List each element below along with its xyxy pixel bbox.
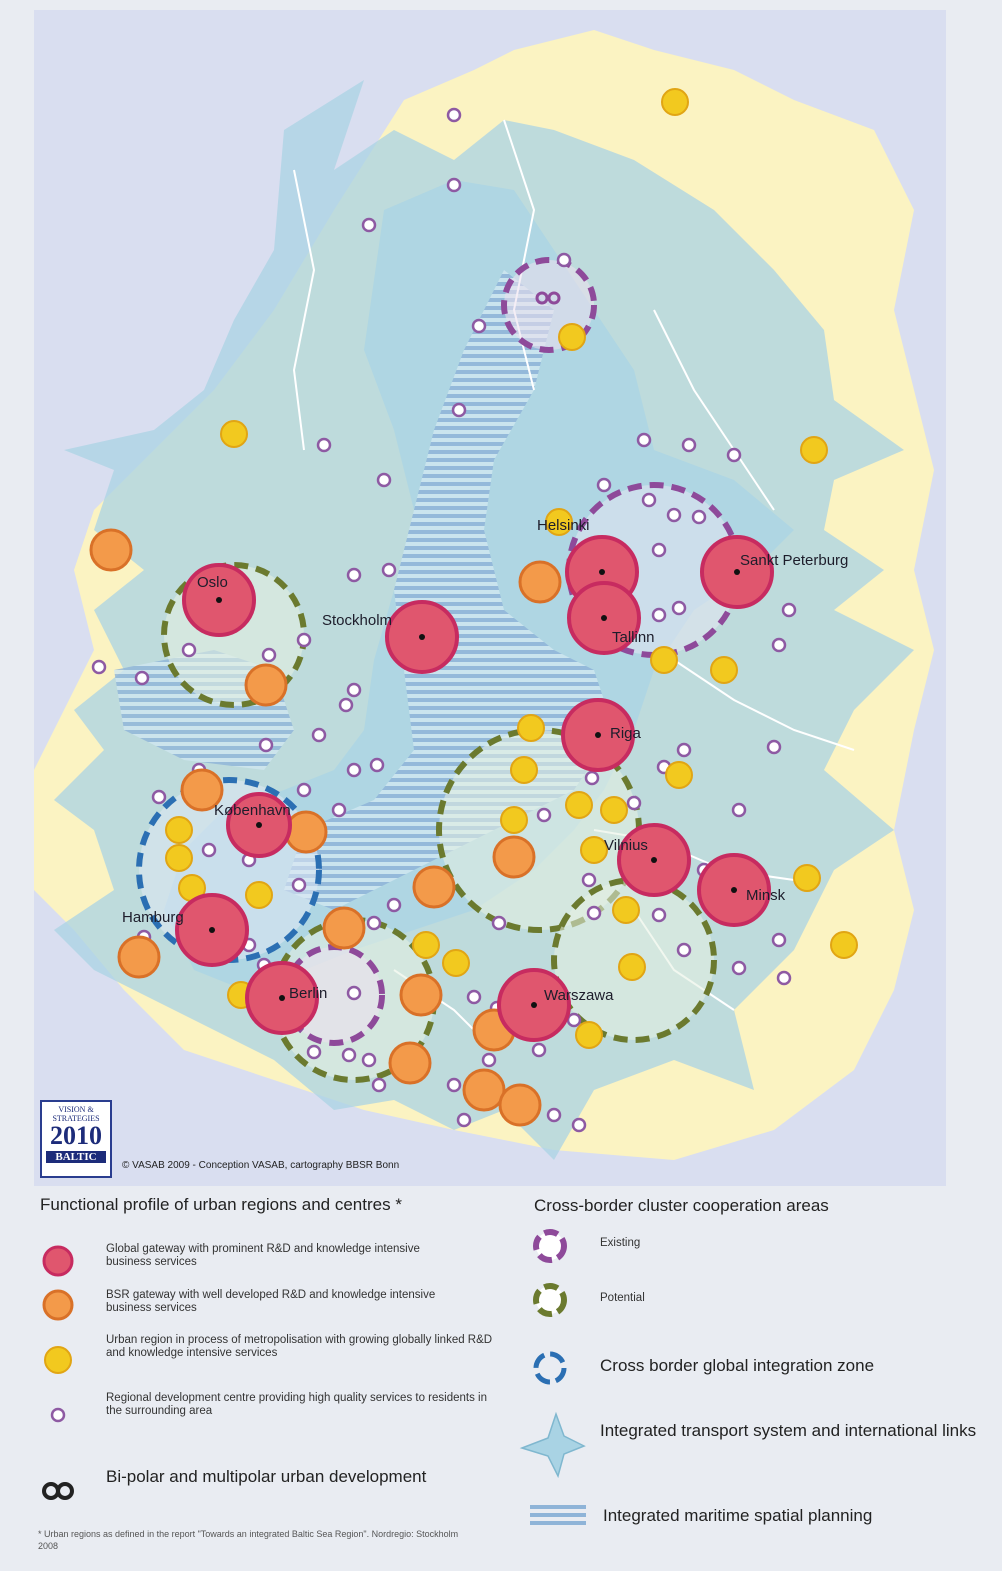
legend-global-gateway: Global gateway with prominent R&D and kn… [106,1243,420,1268]
legend-maritime-icon [530,1505,586,1525]
city-label-helsinki: Helsinki [537,517,590,534]
city-label-minsk: Minsk [746,887,786,904]
legend-bipolar: Bi-polar and multipolar urban developmen… [106,1467,427,1486]
metropolisation-regions [165,88,858,1049]
legend-maritime: Integrated maritime spatial planning [603,1506,873,1525]
city-label-vilnius: Vilnius [604,837,648,854]
bipolar-symbol [535,291,561,305]
city-label-oslo: Oslo [197,574,228,591]
legend-bipolar-icon [42,1482,74,1500]
map-canvas: Oslo Stockholm Helsinki Sankt Peterburg … [34,30,934,1160]
legend-global-gateway-icon [42,1245,74,1277]
city-label-hamburg: Hamburg [122,909,184,926]
footnote: * Urban regions as defined in the report… [38,1529,459,1551]
city-label-warszawa: Warszawa [544,987,614,1004]
legend-left-title: Functional profile of urban regions and … [40,1195,402,1214]
city-label-kobenhavn: København [214,802,291,819]
map-credit: © VASAB 2009 - Conception VASAB, cartogr… [122,1160,400,1171]
legend-transport: Integrated transport system and internat… [600,1421,977,1440]
city-label-tallinn: Tallinn [612,629,655,646]
logo-year: 2010 [50,1121,102,1150]
legend-right-title: Cross-border cluster cooperation areas [534,1196,829,1215]
legend-potential: Potential [600,1292,645,1304]
legend-regional-centre: Regional development centre providing hi… [106,1392,487,1417]
legend-transport-icon [519,1411,586,1478]
map-panel: Oslo Stockholm Helsinki Sankt Peterburg … [34,10,946,1186]
legend-metropolisation-icon [44,1346,72,1374]
legend-bsr-gateway: BSR gateway with well developed R&D and … [106,1289,436,1314]
bsr-gateways [89,528,562,1127]
legend-integration-zone-icon [533,1351,567,1385]
legend-existing-icon [533,1229,567,1263]
city-label-stockholm: Stockholm [322,612,392,629]
legend-bsr-gateway-icon [42,1289,74,1321]
logo-line-1: VISION & STRATEGIES [52,1105,100,1123]
legend-metropolisation: Urban region in process of metropolisati… [106,1334,493,1359]
city-label-riga: Riga [610,725,642,742]
vasab-logo: VISION & STRATEGIES 2010 BALTIC [40,1100,112,1178]
legend-potential-icon [533,1283,567,1317]
legend-existing: Existing [600,1237,641,1249]
city-label-berlin: Berlin [289,985,327,1002]
gateway-dots [209,569,740,1008]
logo-line-3: BALTIC [46,1151,106,1163]
legend-integration-zone: Cross border global integration zone [600,1356,875,1375]
city-label-sankt-peterburg: Sankt Peterburg [740,552,848,569]
legend-regional-centre-icon [50,1407,66,1423]
